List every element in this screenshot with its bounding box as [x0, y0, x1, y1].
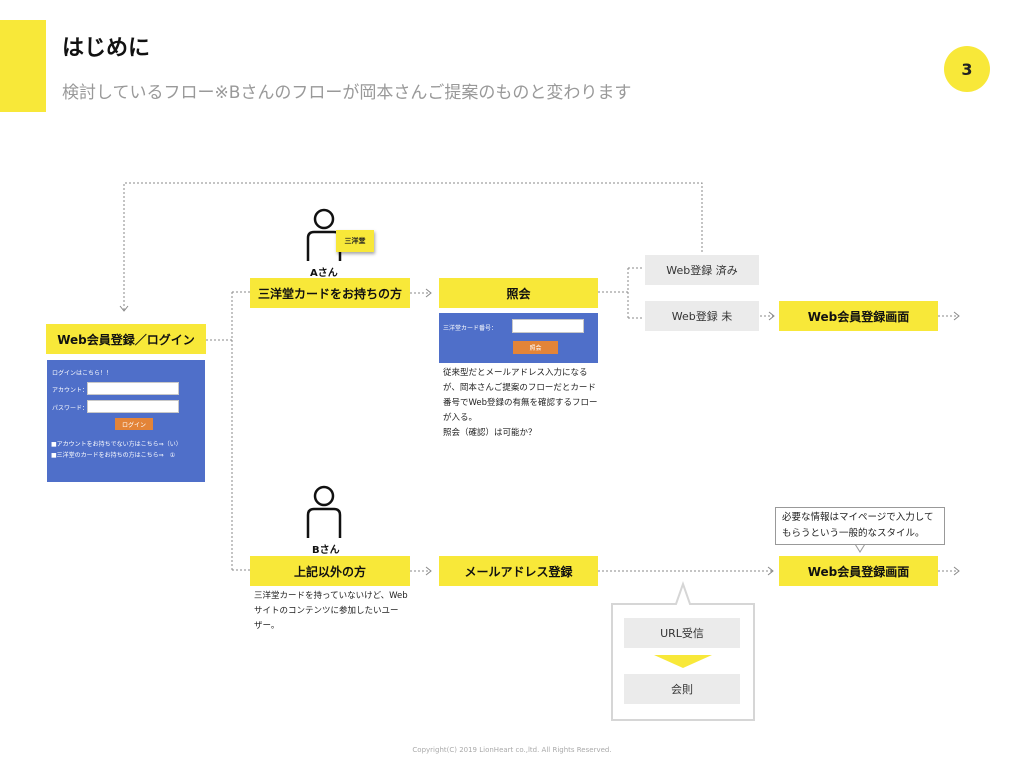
account-label: アカウント： — [52, 387, 89, 394]
inquiry-note-line: が入る。 — [443, 413, 478, 423]
registered-status-box: Web登録 済み — [645, 255, 759, 285]
callout-line: もらうという一般的なスタイル。 — [782, 528, 925, 539]
card-number-input[interactable] — [512, 319, 584, 333]
inquiry-note-line: 照会（確認）は可能か？ — [443, 428, 537, 438]
person-b-note: 三洋堂カードを持っていないけど、Web サイトのコンテンツに参加したいユー ザー… — [254, 589, 408, 634]
login-button[interactable]: ログイン — [115, 418, 153, 430]
accent-bar — [0, 20, 46, 112]
terms-box: 会則 — [624, 674, 740, 704]
inquiry-box: 照会 — [439, 278, 598, 308]
info-callout: 必要な情報はマイページで入力して もらうという一般的なスタイル。 — [775, 507, 945, 545]
url-received-box: URL受信 — [624, 618, 740, 648]
person-a-label: Aさん — [310, 268, 338, 279]
inquiry-button[interactable]: 照会 — [513, 341, 558, 354]
callout-line: 必要な情報はマイページで入力して — [782, 512, 934, 523]
card-number-label: 三洋堂カード番号： — [443, 325, 498, 332]
inquiry-panel: 三洋堂カード番号： 照会 — [439, 313, 598, 363]
email-register-box: メールアドレス登録 — [439, 556, 598, 586]
page-title: はじめに — [62, 36, 151, 61]
person-b-note-line: サイトのコンテンツに参加したいユー — [254, 606, 399, 616]
person-b-label: Bさん — [312, 545, 340, 556]
account-input[interactable] — [87, 382, 179, 395]
login-panel-heading: ログインはこちら！！ — [52, 370, 113, 377]
card-holder-link[interactable]: ■三洋堂のカードをお持ちの方はこちら⇒ ① — [51, 452, 176, 459]
web-register-screen-box-b: Web会員登録画面 — [779, 556, 938, 586]
page-subtitle: 検討しているフロー※Bさんのフローが岡本さんご提案のものと変わります — [62, 83, 632, 103]
not-registered-status-box: Web登録 未 — [645, 301, 759, 331]
copyright: Copyright(C) 2019 LionHeart co.,ltd. All… — [412, 746, 612, 754]
other-users-box: 上記以外の方 — [250, 556, 410, 586]
card-holder-box: 三洋堂カードをお持ちの方 — [250, 278, 410, 308]
no-account-link[interactable]: ■アカウントをお持ちでない方はこちら⇒（い） — [51, 441, 182, 448]
inquiry-note-line: が、岡本さんご提案のフローだとカード — [443, 383, 596, 393]
sanyodo-tag: 三洋堂 — [336, 230, 374, 252]
login-box: Web会員登録／ログイン — [46, 324, 206, 354]
inquiry-note-line: 番号でWeb登録の有無を確認するフロー — [443, 398, 598, 408]
login-panel: ログインはこちら！！ アカウント： パスワード： ログイン ■アカウントをお持ち… — [47, 360, 205, 482]
person-b-note-line: ザー。 — [254, 621, 280, 631]
password-label: パスワード： — [52, 405, 89, 412]
inquiry-note: 従来型だとメールアドレス入力になる が、岡本さんご提案のフローだとカード 番号で… — [443, 366, 598, 441]
password-input[interactable] — [87, 400, 179, 413]
page-number-badge: 3 — [944, 46, 990, 92]
inquiry-note-line: 従来型だとメールアドレス入力になる — [443, 368, 588, 378]
web-register-screen-box: Web会員登録画面 — [779, 301, 938, 331]
person-b-note-line: 三洋堂カードを持っていないけど、Web — [254, 591, 408, 601]
